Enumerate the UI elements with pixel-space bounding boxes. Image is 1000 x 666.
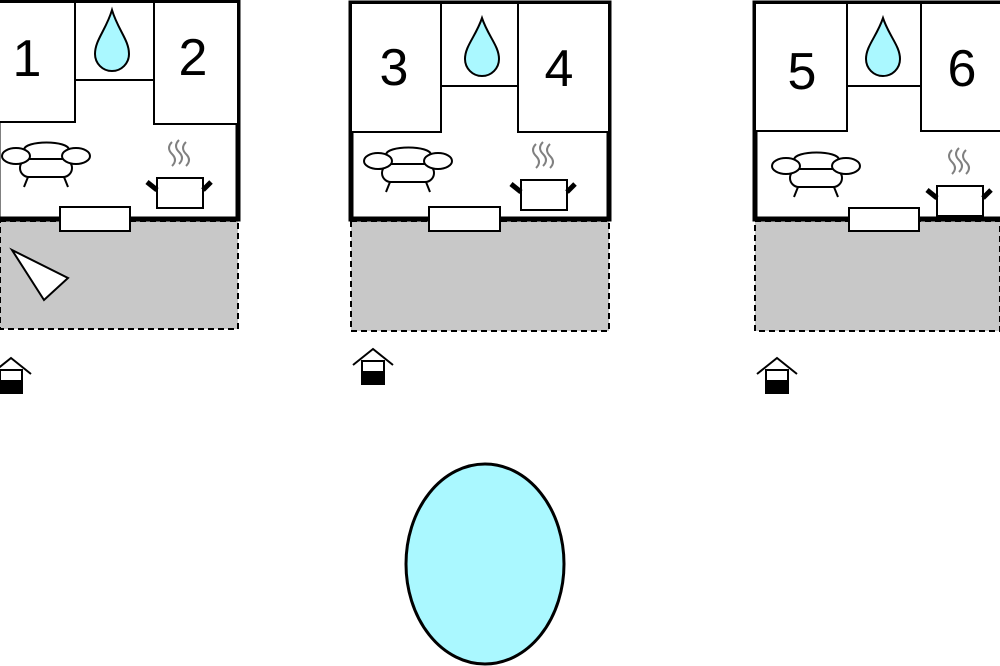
entrance-house-icon: [352, 348, 394, 385]
bedroom-3: [350, 2, 442, 133]
bedroom-label: 4: [545, 40, 574, 98]
bedroom-4: [517, 2, 610, 133]
water-drop-icon: [864, 14, 902, 77]
bedroom-label: 3: [380, 39, 409, 97]
terrace: [350, 220, 610, 332]
bedroom-label: 6: [948, 40, 977, 98]
table-icon: [848, 207, 920, 232]
terrace: [754, 220, 1000, 332]
bedroom-5: [754, 2, 848, 132]
unit-3: 5 6: [752, 0, 1000, 394]
entrance-house-icon: [756, 357, 798, 394]
table-icon: [428, 206, 501, 232]
unit-1: 1 2: [0, 0, 241, 394]
sunshade-icon: [9, 247, 70, 302]
unit-2: 3 4: [348, 0, 612, 385]
pool-icon: [404, 462, 566, 666]
bedroom-2: [153, 1, 239, 125]
water-drop-icon: [93, 6, 131, 72]
entrance-house-icon: [0, 357, 32, 394]
bedroom-label: 1: [13, 30, 42, 88]
water-drop-icon: [463, 14, 501, 77]
bedroom-6: [920, 2, 1000, 132]
bedroom-label: 5: [788, 43, 817, 101]
table-icon: [59, 206, 131, 232]
bedroom-label: 2: [179, 29, 208, 87]
